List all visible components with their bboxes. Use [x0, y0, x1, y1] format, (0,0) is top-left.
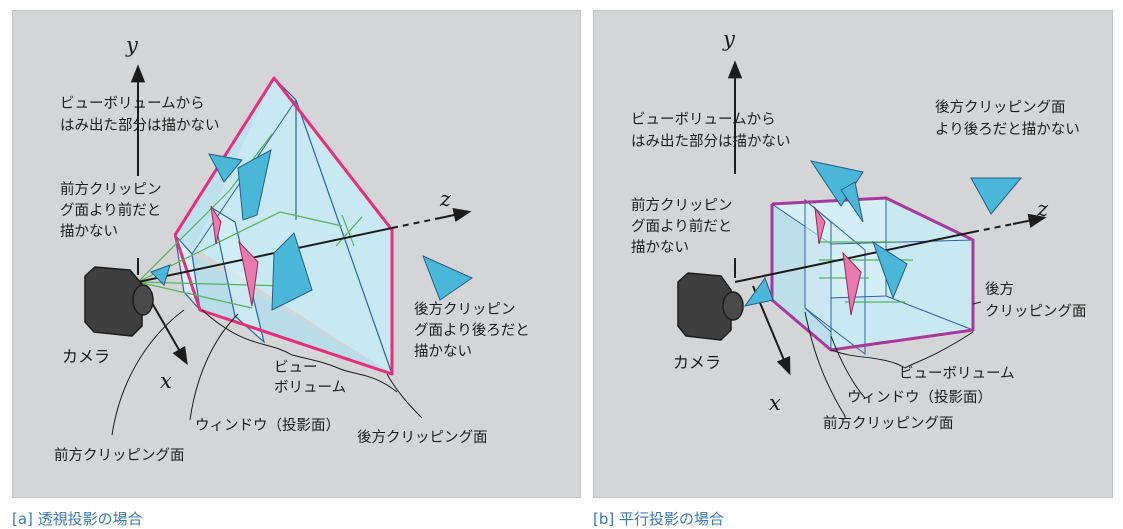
window-image-middle: [238, 240, 259, 307]
y-axis-label: y: [125, 33, 139, 57]
triangle-clipped-top: [237, 149, 272, 221]
window-label: ウィンドウ（投影面）: [195, 417, 340, 434]
z-axis: [137, 207, 472, 283]
window-image-top: [210, 205, 222, 245]
back-plane-label: 後方クリッピング面: [357, 429, 488, 446]
front-clip-note: 前方クリッピン グ面より前だと 描かない: [631, 197, 737, 256]
outside-volume-note: ビューボリュームから はみ出た部分は描かない: [60, 95, 220, 134]
back-clipping-plane: [173, 76, 394, 376]
triangle-in-volume: [271, 232, 313, 311]
back-plane-label: 後方 クリッピング面: [985, 281, 1087, 320]
back-clip-note: 後方クリッピン グ面より後ろだと 描かない: [414, 301, 534, 360]
z-axis: [734, 213, 1047, 283]
z-axis-label: z: [439, 187, 452, 211]
camera-label: カメラ: [62, 347, 110, 366]
z-axis-label: z: [1036, 197, 1049, 221]
camera-icon: [677, 272, 744, 341]
caption-parallel: [b] 平行投影の場合: [593, 510, 724, 528]
camera-label: カメラ: [673, 353, 721, 372]
caption-perspective: [a] 透視投影の場合: [12, 510, 143, 528]
window-image-top: [814, 206, 826, 245]
view-volume-frustum: [173, 76, 394, 376]
triangle-in-volume: [872, 240, 908, 300]
front-plane-label: 前方クリッピング面: [54, 447, 185, 464]
front-plane-label: 前方クリッピング面: [823, 415, 954, 432]
window-label: ウィンドウ（投影面）: [847, 389, 992, 406]
triangle-front-cut: [150, 264, 171, 286]
view-volume-brace: [201, 309, 398, 393]
front-clipping-plane: [804, 198, 866, 356]
perspective-diagram: y x z: [54, 33, 534, 464]
front-clip-note: 前方クリッピン グ面より前だと 描かない: [60, 181, 166, 240]
view-volume-label: ビューボリューム: [899, 365, 1015, 382]
parallel-diagram: y z x: [631, 27, 1087, 432]
y-axis-label: y: [722, 27, 736, 51]
leader-lines: [804, 301, 982, 417]
triangle-front-cut: [743, 276, 774, 307]
view-volume-box: [770, 196, 975, 356]
triangle-outside-top: [208, 153, 243, 183]
back-clip-note: 後方クリッピング面 より後ろだと描かない: [935, 99, 1080, 138]
outside-volume-note: ビューボリュームから はみ出た部分は描かない: [631, 111, 791, 150]
window-image-middle: [842, 251, 862, 316]
window-plane: [211, 206, 266, 344]
triangle-clipped-top-2: [840, 181, 864, 223]
view-volume-brace: [830, 331, 974, 369]
camera-icon: [84, 266, 154, 337]
view-volume-label: ビュー ボリューム: [274, 359, 346, 396]
panel-parallel: y z x: [593, 10, 1113, 498]
triangle-outside-back: [422, 255, 474, 301]
triangle-outside-back: [970, 177, 1023, 215]
leader-lines: [111, 309, 423, 436]
x-axis-label: x: [769, 391, 781, 415]
panel-perspective: y x z: [12, 10, 581, 498]
x-axis-label: x: [160, 369, 172, 393]
